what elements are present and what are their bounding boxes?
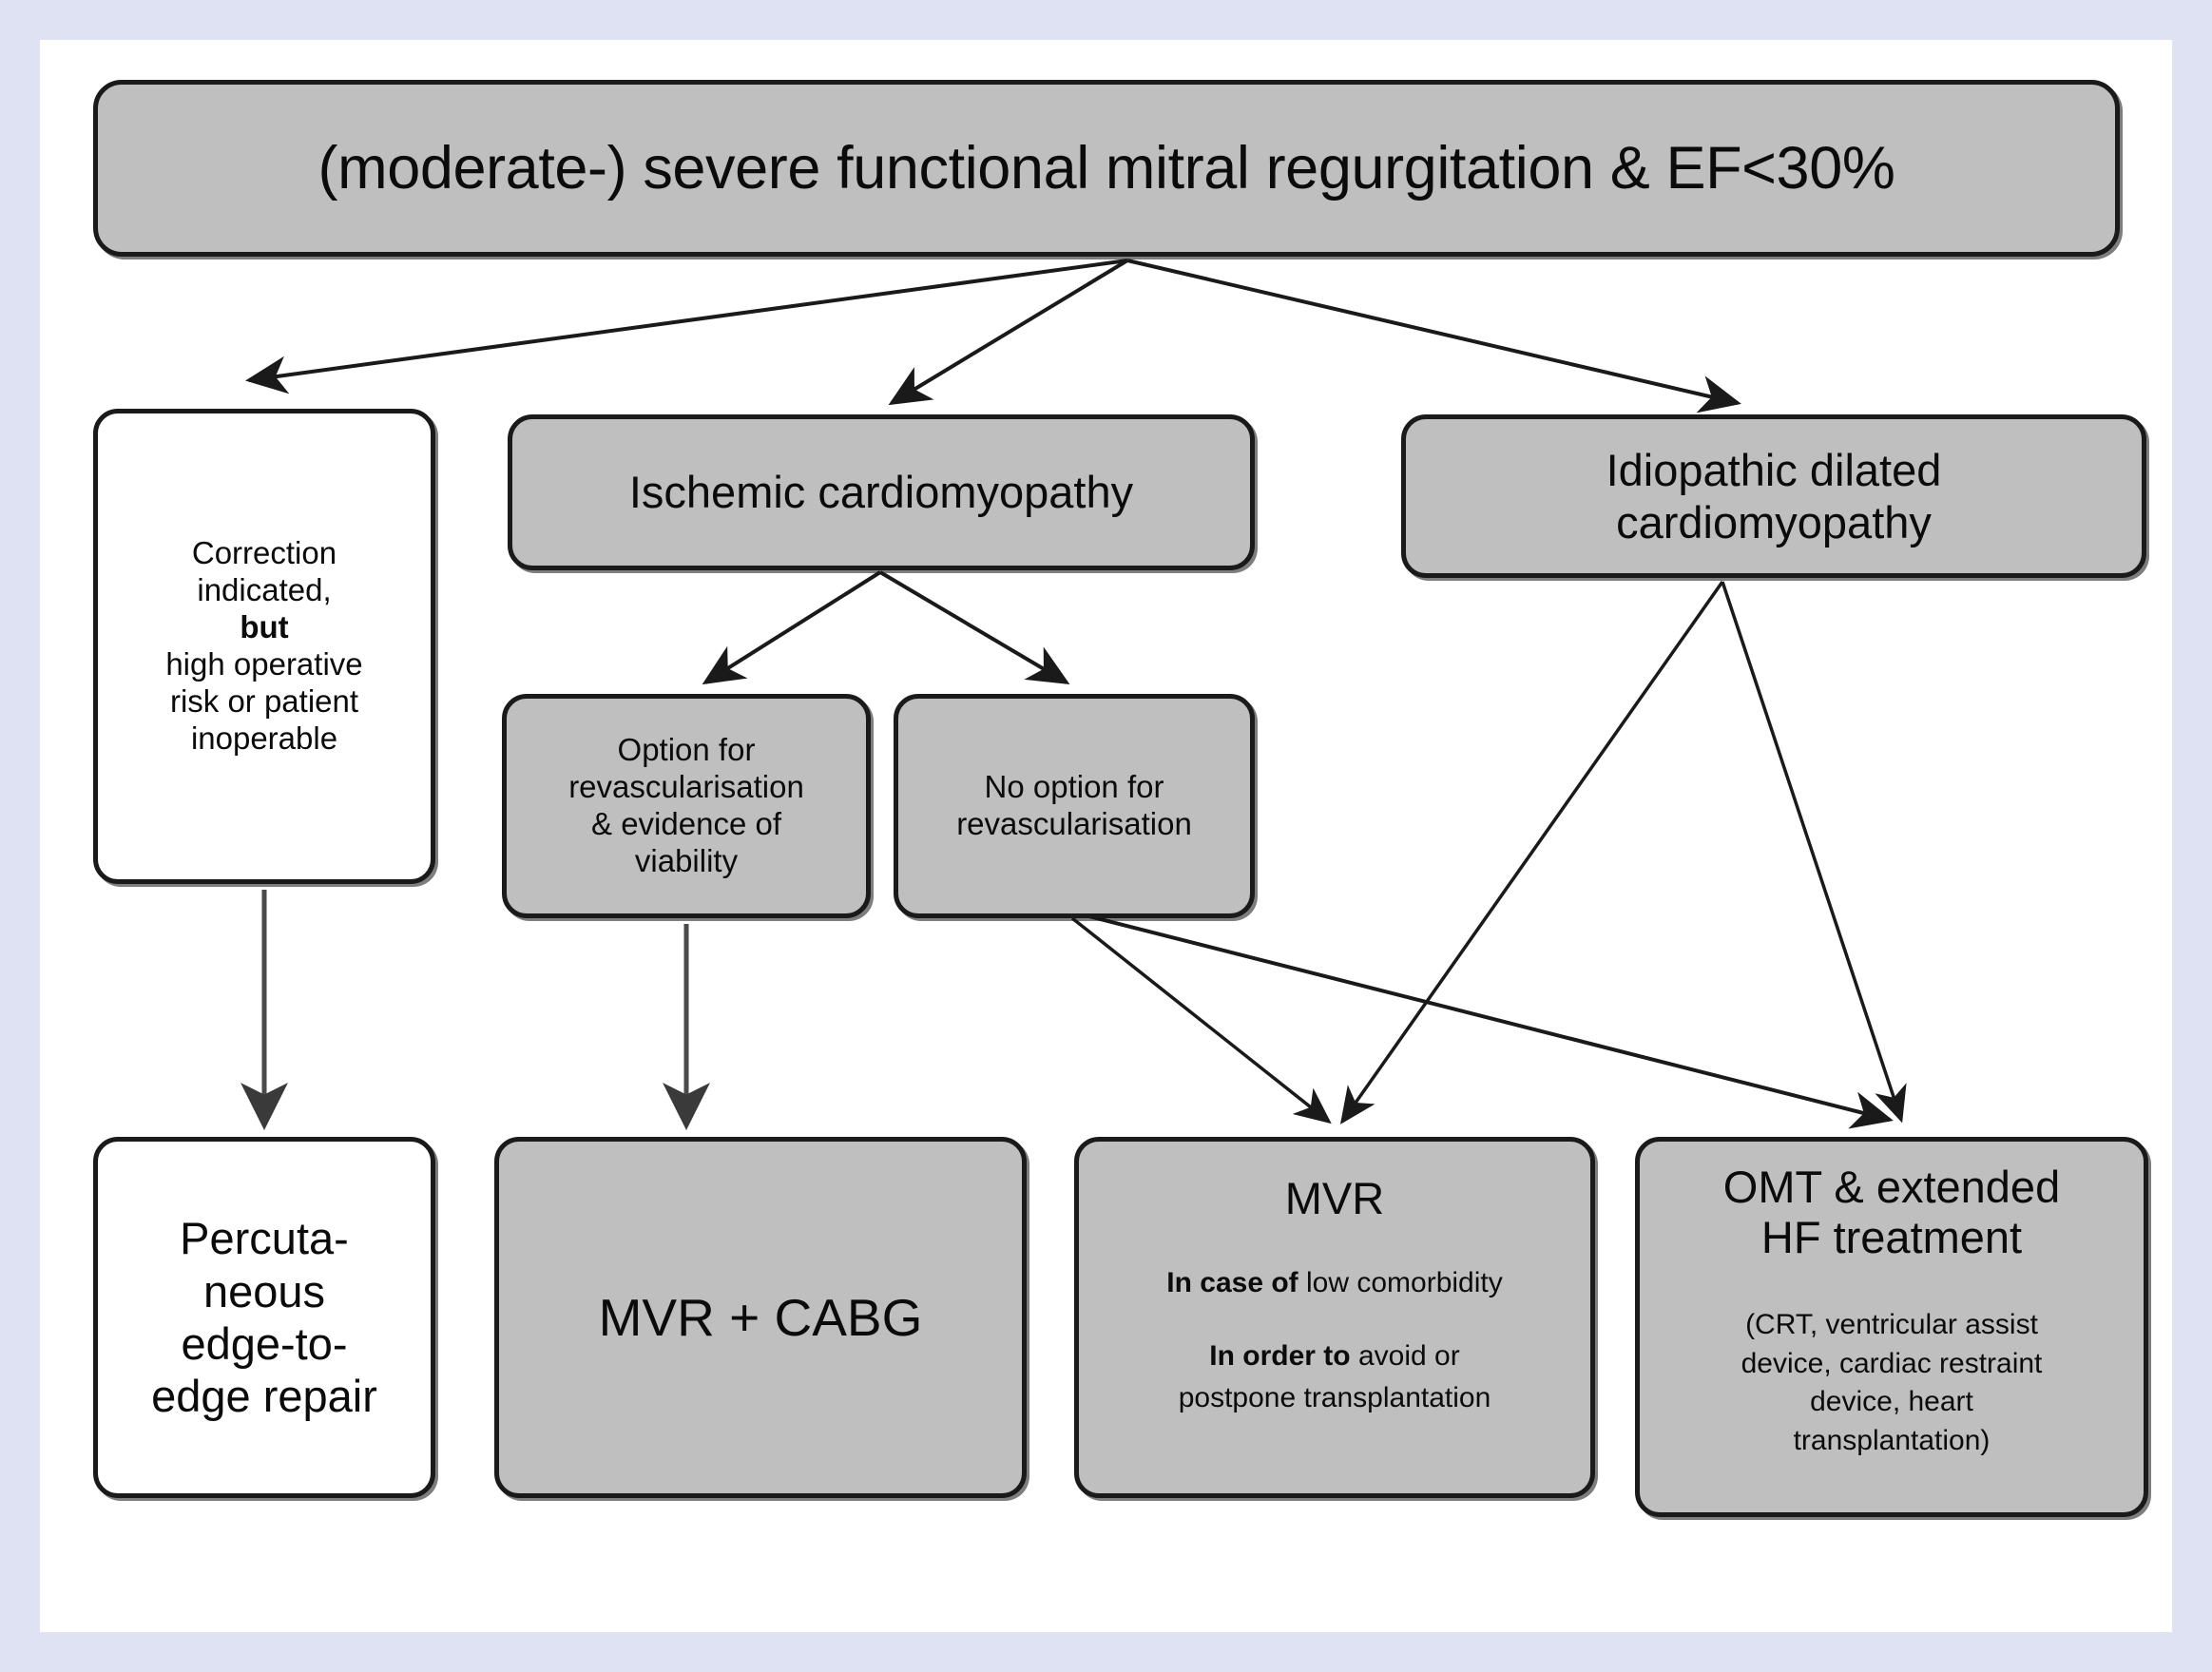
- node-mvr-detail-2-rest: avoid or: [1350, 1340, 1460, 1373]
- node-option-revasc-line-1: Option for: [617, 732, 756, 768]
- edge-title-to-ischemic: [888, 259, 1129, 406]
- node-correction-line-5: risk or patient: [169, 682, 359, 719]
- node-ischemic-cardiomyopathy[interactable]: Ischemic cardiomyopathy: [508, 414, 1255, 570]
- node-mvr-heading: MVR: [1284, 1173, 1385, 1223]
- edge-ischemic-to-option-revasc: [702, 570, 882, 685]
- node-percutaneous-line-2: neous: [202, 1265, 326, 1316]
- edge-ischemic-to-no-option: [878, 570, 1070, 685]
- node-correction-line-3-bold: but: [240, 609, 289, 645]
- node-mvr-detail-1-rest: low comorbidity: [1298, 1266, 1503, 1298]
- node-mvr-detail-2-bold: In order to: [1209, 1340, 1351, 1373]
- node-mvr-detail-2: In order to avoid or postpone transplant…: [1179, 1336, 1491, 1418]
- node-no-option-line-1: No option for: [984, 769, 1164, 805]
- node-correction-line-2: indicated,: [197, 572, 332, 608]
- node-idiopathic-line-1: Idiopathic dilated: [1606, 444, 1942, 495]
- edge-title-to-idiopathic: [1126, 259, 1741, 413]
- node-omt-note-line-2: device, cardiac restraint: [1741, 1347, 2043, 1379]
- node-mvr-plus-cabg[interactable]: MVR + CABG: [494, 1137, 1027, 1498]
- edge-no-option-to-mvr: [1070, 916, 1332, 1124]
- node-no-option-for-revascularisation[interactable]: No option for revascularisation: [894, 694, 1255, 918]
- node-percutaneous-line-3: edge-to-: [181, 1318, 348, 1369]
- node-title-label: (moderate-) severe functional mitral reg…: [317, 134, 1895, 202]
- node-idiopathic-dilated-cardiomyopathy[interactable]: Idiopathic dilated cardiomyopathy: [1401, 414, 2146, 578]
- node-percutaneous-line-4: edge repair: [151, 1371, 377, 1422]
- node-correction[interactable]: Correction indicated, but high operative…: [93, 409, 435, 884]
- node-percutaneous-line-1: Percuta-: [180, 1213, 349, 1264]
- node-omt-note: (CRT, ventricular assist device, cardiac…: [1741, 1306, 2043, 1460]
- node-omt-heading-line-2: HF treatment: [1760, 1211, 2023, 1262]
- node-correction-line-6: inoperable: [190, 720, 338, 756]
- node-omt-note-line-4: transplantation): [1793, 1424, 1991, 1456]
- node-mvr-detail-1-bold: In case of: [1166, 1266, 1298, 1298]
- node-omt-note-line-1: (CRT, ventricular assist: [1745, 1309, 2038, 1341]
- node-percutaneous-edge-to-edge-repair[interactable]: Percuta- neous edge-to- edge repair: [93, 1137, 435, 1498]
- node-mvr[interactable]: MVR In case of low comorbidity In order …: [1074, 1137, 1595, 1498]
- node-mvr-detail-1: In case of low comorbidity: [1166, 1262, 1502, 1304]
- node-option-revasc-line-4: viability: [634, 842, 739, 878]
- node-omt-heading-line-1: OMT & extended: [1722, 1162, 2061, 1212]
- node-correction-line-1: Correction: [191, 535, 337, 571]
- node-mvr-detail-2-line-1: In order to avoid or: [1179, 1336, 1491, 1377]
- node-mvr-detail-2-line-2: postpone transplantation: [1178, 1381, 1491, 1413]
- edge-no-option-to-omt: [1073, 911, 1894, 1129]
- node-option-revasc-line-3: & evidence of: [591, 806, 781, 841]
- node-omt-extended-hf-treatment[interactable]: OMT & extended HF treatment (CRT, ventri…: [1635, 1137, 2148, 1517]
- edge-idiopathic-to-omt: [1721, 581, 1907, 1124]
- node-idiopathic-line-2: cardiomyopathy: [1616, 497, 1932, 548]
- node-no-option-line-2: revascularisation: [956, 806, 1192, 841]
- node-mvr-cabg-label: MVR + CABG: [598, 1287, 923, 1347]
- node-correction-line-4: high operative: [165, 646, 363, 682]
- node-option-for-revascularisation[interactable]: Option for revascularisation & evidence …: [502, 694, 871, 918]
- node-title[interactable]: (moderate-) severe functional mitral reg…: [93, 80, 2120, 257]
- node-ischemic-label: Ischemic cardiomyopathy: [628, 467, 1134, 518]
- edge-title-to-correction: [245, 259, 1128, 394]
- node-omt-note-line-3: device, heart: [1810, 1386, 1973, 1418]
- edge-idiopathic-to-mvr: [1339, 580, 1724, 1124]
- node-option-revasc-line-2: revascularisation: [568, 769, 804, 805]
